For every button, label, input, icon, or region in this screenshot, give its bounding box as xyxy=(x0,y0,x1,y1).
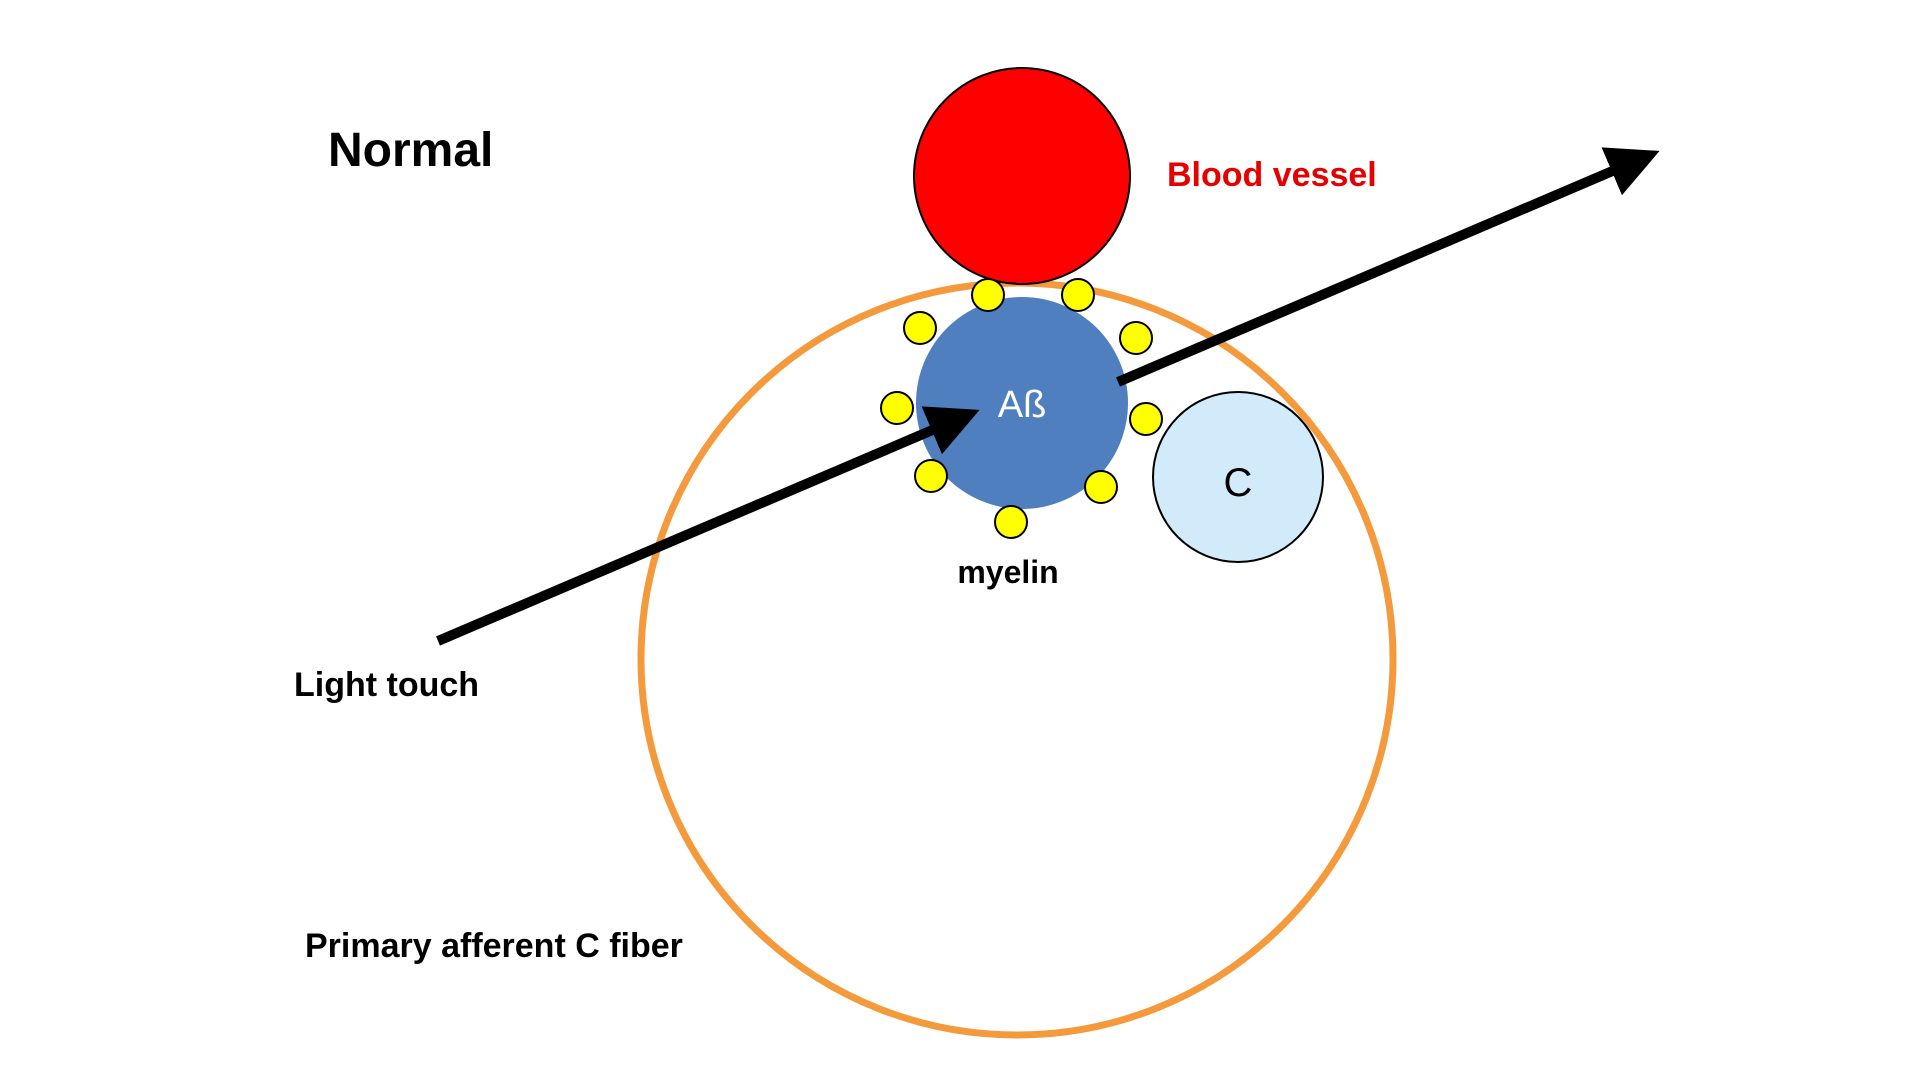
blood-vessel-label: Blood vessel xyxy=(1167,156,1377,194)
myelin-dot xyxy=(971,278,1005,312)
outgoing-arrow xyxy=(1116,147,1660,387)
abeta-label: Aß xyxy=(998,384,1047,426)
light-touch-arrow xyxy=(436,406,980,646)
abeta-fiber-circle xyxy=(916,297,1128,509)
c-fiber-label: C xyxy=(1224,461,1253,505)
myelin-dot xyxy=(1084,470,1118,504)
title-label: Normal xyxy=(328,124,493,177)
myelin-dot xyxy=(1119,321,1153,355)
blood-vessel-circle xyxy=(913,67,1131,285)
primary-afferent-label: Primary afferent C fiber xyxy=(305,927,683,965)
myelin-dot xyxy=(994,505,1028,539)
myelin-dots xyxy=(880,278,1163,539)
myelin-dot xyxy=(1061,278,1095,312)
myelin-dot xyxy=(903,311,937,345)
c-fiber-circle xyxy=(1152,391,1324,563)
myelin-dot xyxy=(914,459,948,493)
myelin-dot xyxy=(1129,402,1163,436)
myelin-label: myelin xyxy=(957,554,1058,590)
myelin-dot xyxy=(880,391,914,425)
light-touch-label: Light touch xyxy=(294,666,479,704)
